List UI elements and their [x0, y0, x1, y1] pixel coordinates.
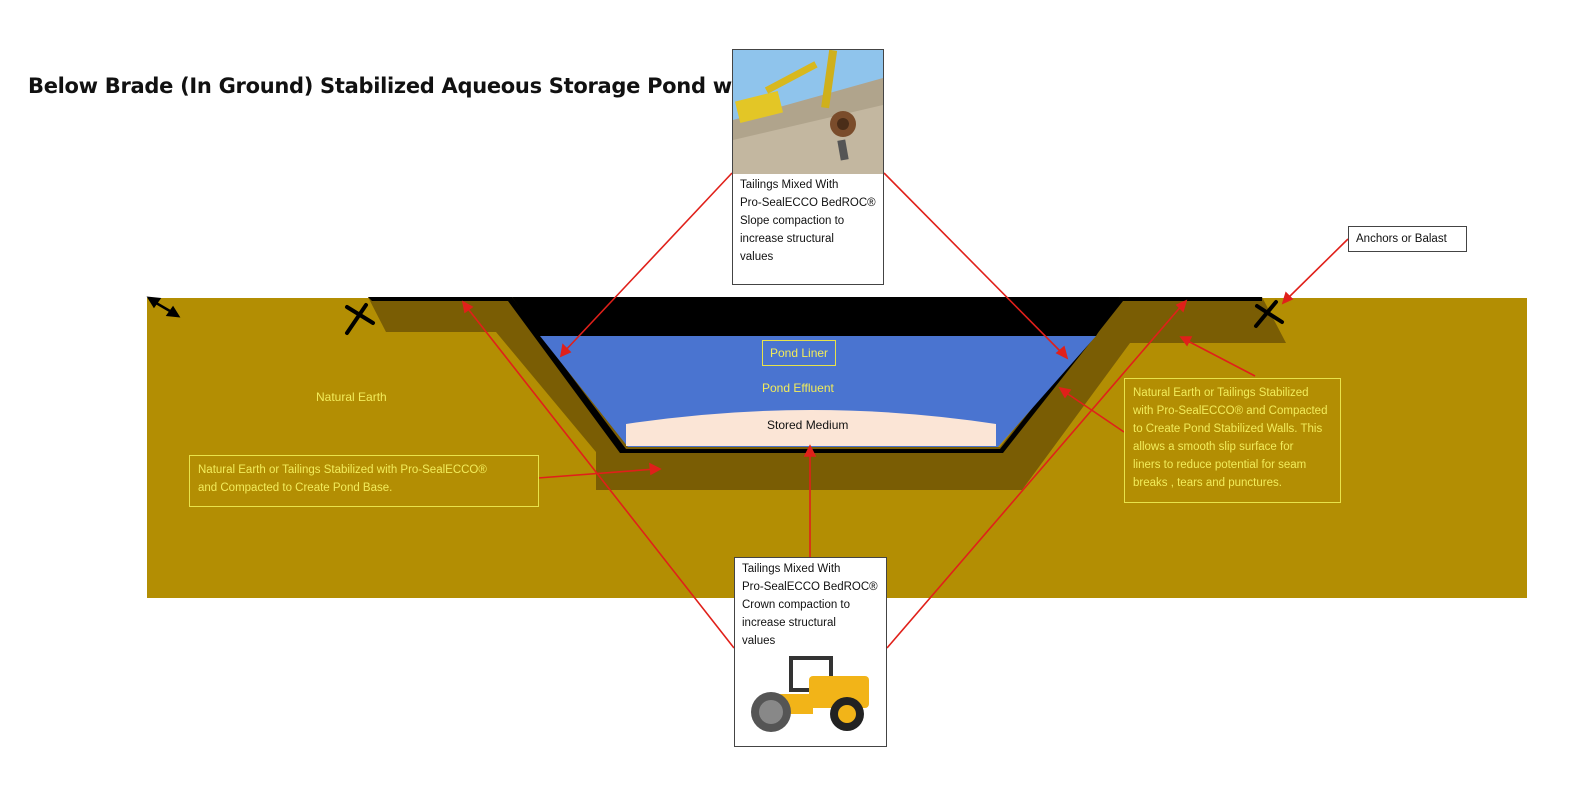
pond-liner-black: [368, 297, 1262, 453]
slope-callout-line-2: Pro-SealECCO BedROC®: [740, 197, 876, 209]
pond-walls-note: Natural Earth or Tailings Stabilized wit…: [1124, 378, 1341, 503]
natural-earth-label: Natural Earth: [316, 390, 387, 404]
crown-callout-line-1: Tailings Mixed With: [742, 563, 841, 575]
stored-medium-mound: [626, 410, 996, 446]
slope-callout-line-4: increase structural: [740, 233, 834, 245]
pond-walls-note-line-1: Natural Earth or Tailings Stabilized: [1133, 387, 1309, 399]
crown-callout-line-4: increase structural: [742, 617, 836, 629]
slope-callout-line-3: Slope compaction to: [740, 215, 845, 227]
pond-walls-note-line-2: with Pro-SealECCO® and Compacted: [1133, 405, 1328, 417]
crown-callout-line-2: Pro-SealECCO BedROC®: [742, 581, 878, 593]
pond-liner-label: Pond Liner: [762, 340, 837, 366]
anchors-callout: Anchors or Balast: [1348, 226, 1467, 252]
pond-walls-note-line-4: allows a smooth slip surface for: [1133, 441, 1294, 453]
anchor-mark-left: [345, 303, 375, 335]
page-title: Below Brade (In Ground) Stabilized Aqueo…: [28, 74, 829, 98]
pond-base-note: Natural Earth or Tailings Stabilized wit…: [189, 455, 539, 507]
liner-top-cover: [512, 297, 1120, 336]
pond-base-note-line-1: Natural Earth or Tailings Stabilized wit…: [198, 464, 487, 476]
pond-walls-note-line-3: to Create Pond Stabilized Walls. This: [1133, 423, 1323, 435]
pond-walls-note-line-6: breaks , tears and punctures.: [1133, 477, 1282, 489]
slope-compaction-callout: Tailings Mixed With Pro-SealECCO BedROC®…: [732, 49, 884, 285]
leader-lines: [461, 172, 1349, 649]
slope-callout-line-1: Tailings Mixed With: [740, 179, 839, 191]
slope-callout-line-5: values: [740, 251, 774, 263]
compactor-roller-photo: [735, 650, 886, 738]
crown-callout-line-3: Crown compaction to: [742, 599, 851, 611]
stored-medium-label: Stored Medium: [767, 418, 849, 432]
anchors-callout-label: Anchors or Balast: [1356, 233, 1447, 245]
pond-base-note-line-2: and Compacted to Create Pond Base.: [198, 482, 393, 494]
stabilized-wall-layer: [368, 297, 1286, 490]
pond-effluent-label: Pond Effluent: [762, 381, 834, 395]
crown-compaction-callout: Tailings Mixed With Pro-SealECCO BedROC®…: [734, 557, 887, 747]
double-arrow-icon: [146, 296, 181, 318]
excavator-roller-photo: [733, 50, 883, 174]
crown-callout-line-5: values: [742, 635, 776, 647]
anchor-mark-right: [1254, 300, 1284, 328]
pond-walls-note-line-5: liners to reduce potential for seam: [1133, 459, 1307, 471]
